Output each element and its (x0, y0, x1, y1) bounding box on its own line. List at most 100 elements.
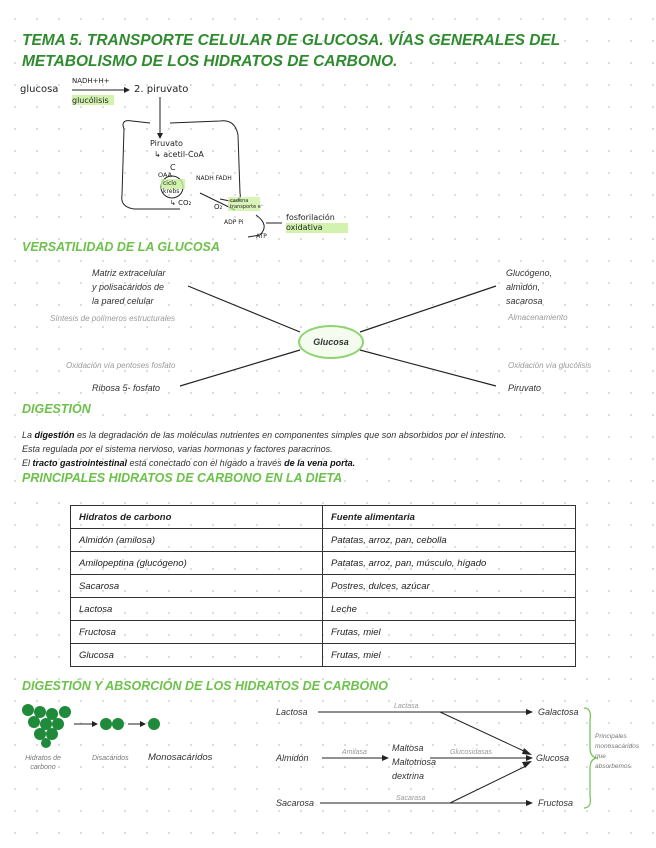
table-cell: Almidón (amilosa) (70, 528, 323, 552)
sketch-adp: ADP Pi (224, 219, 244, 226)
digestion-p3-pre: El (22, 458, 33, 468)
sub-glucolisis: Oxidación vía glucólisis (508, 361, 592, 370)
table-row: Amilopeptina (glucógeno)Patatas, arroz, … (70, 551, 576, 575)
sketch-atp: ATP (256, 233, 267, 240)
flow-galactosa: Galactosa (538, 707, 579, 717)
flow-almidon: Almidón (276, 753, 309, 763)
metabolism-sketch: glucosa NADH+H+ 2. piruvato glucólisis P… (20, 75, 350, 245)
versatilidad-lines (179, 285, 497, 387)
flow-fructosa: Fructosa (538, 798, 574, 808)
sketch-piruvato-inner: Piruvato (150, 139, 183, 148)
flow-sacarosa: Sacarosa (276, 798, 315, 808)
sketch-acetil: ↳ acetil-CoA (154, 150, 204, 159)
table-cell: Patatas, arroz, pan, músculo, hígado (322, 551, 576, 575)
dieta-table: Hidratos de carbono Fuente alimentaria A… (70, 505, 576, 667)
table-cell: Frutas, miel (322, 620, 576, 644)
target-matriz-line-1: Matriz extracelular (92, 268, 166, 278)
enzyme-lactasa: Lactasa (394, 703, 419, 710)
flow-maltotriosa: Maltotriosa (392, 757, 437, 767)
label-disacaridos: Disacáridos (92, 755, 129, 762)
page-title: TEMA 5. TRANSPORTE CELULAR DE GLUCOSA. V… (22, 32, 560, 70)
flow-maltosa-group: Maltosa Maltotriosa dextrina (392, 741, 436, 783)
sketch-lines (72, 87, 348, 238)
sketch-krebs: krebs (163, 188, 180, 195)
target-matriz-line-3: la pared celular (92, 296, 154, 306)
target-glucogeno-line-3: sacarosa (506, 296, 543, 306)
digestion-p3-mid: está conectado con el hígado a través (127, 458, 285, 468)
sketch-ciclo: ciclo (163, 180, 177, 187)
section-digestion-heading: DIGESTIÓN (22, 402, 91, 416)
sub-almacenamiento: Almacenamiento (508, 313, 568, 322)
flow-dextrina: dextrina (392, 771, 425, 781)
disaccharide-icon (100, 718, 124, 730)
target-piruvato: Piruvato (508, 383, 542, 393)
flow-lactosa: Lactosa (276, 707, 308, 717)
label-hidratos-line-2: carbono (30, 764, 56, 771)
table-cell: Patatas, arroz, pan, cebolla (322, 528, 576, 552)
brace-label-line-2: monosacáridos (595, 743, 640, 750)
sketch-glucolisis: glucólisis (72, 96, 109, 105)
section-absorcion-heading: DIGESTIÓN Y ABSORCIÓN DE LOS HIDRATOS DE… (22, 679, 389, 693)
table-cell: Postres, dulces, azúcar (322, 574, 576, 598)
sketch-c: C (170, 163, 176, 172)
digestion-line-3: El tracto gastrointestinal está conectad… (22, 456, 642, 470)
sketch-oaa: OAA (158, 171, 173, 179)
digestion-line-2: Esta regulada por el sistema nervioso, v… (22, 444, 333, 454)
sketch-o2: O₂ (214, 203, 223, 211)
digestion-p3-bold: tracto gastrointestinal (32, 458, 128, 468)
table-cell: Fructosa (70, 620, 323, 644)
flow-glucosa: Glucosa (536, 753, 570, 763)
digestion-paragraph: La digestión es la degradación de las mo… (22, 428, 642, 470)
sketch-fosforilacion: fosforilación oxidativa (286, 213, 335, 232)
label-hidratos: Hidratos de carbono (22, 754, 64, 772)
label-monosacaridos: Monosacáridos (148, 752, 213, 763)
digestion-p1-post: es la degradación de las moléculas nutri… (74, 430, 507, 440)
sketch-co2: ↳ CO₂ (170, 199, 192, 207)
molecule-illustration (22, 704, 160, 748)
grape-cluster-icon (22, 704, 71, 748)
brace-label: Principales monosacáridos que absorbemos (595, 732, 655, 772)
table-cell: Frutas, miel (322, 643, 576, 667)
digestion-line-1: La digestión es la degradación de las mo… (22, 428, 642, 442)
section-dieta-heading: PRINCIPALES HIDRATOS DE CARBONO EN LA DI… (22, 471, 343, 485)
sub-pentoses: Oxidación vía pentoses fosfato (66, 361, 176, 370)
enzyme-sacarasa: Sacarasa (396, 795, 426, 802)
table-cell: Glucosa (70, 643, 323, 667)
target-ribosa: Ribosa 5- fosfato (92, 383, 161, 393)
enzyme-glucosidasas: Glucosidasas (450, 749, 493, 756)
glucosa-center: Glucosa (298, 325, 364, 359)
digestion-p1-bold: digestión (34, 430, 75, 440)
sub-sintesis: Síntesis de polímeros estructurales (50, 314, 175, 323)
label-hidratos-line-1: Hidratos de (25, 755, 61, 762)
sketch-glucosa: glucosa (20, 84, 59, 95)
table-cell: Lactosa (70, 597, 323, 621)
table-cell: Leche (322, 597, 576, 621)
brace-label-line-3: que (595, 753, 606, 760)
target-matriz-line-2: y polisacáridos de (92, 282, 165, 292)
digestion-p3-bold2: de la vena porta. (284, 458, 356, 468)
section-versatilidad-heading: VERSATILIDAD DE LA GLUCOSA (22, 240, 220, 254)
target-glucogeno-line-1: Glucógeno, (506, 268, 553, 278)
table-row: Almidón (amilosa)Patatas, arroz, pan, ce… (70, 528, 576, 552)
sketch-nadh: NADH FADH (196, 175, 232, 182)
flow-maltosa: Maltosa (392, 743, 424, 753)
target-matriz: Matriz extracelular y polisacáridos de l… (92, 266, 166, 308)
brace-label-line-1: Principales (595, 733, 627, 740)
target-glucogeno-line-2: almidón, (506, 282, 541, 292)
sketch-cadena: cadena transporte e⁻ (230, 198, 264, 210)
table-header-row: Hidratos de carbono Fuente alimentaria (70, 505, 576, 529)
sketch-piruvato-top: 2. piruvato (134, 84, 189, 95)
table-header-fuente: Fuente alimentaria (322, 505, 576, 529)
table-cell: Sacarosa (70, 574, 323, 598)
monosaccharide-icon (148, 718, 160, 730)
brace-label-line-4: absorbemos (595, 763, 631, 770)
table-cell: Amilopeptina (glucógeno) (70, 551, 323, 575)
target-glucogeno: Glucógeno, almidón, sacarosa (506, 266, 552, 308)
enzyme-amilasa: Amilasa (342, 749, 367, 756)
table-header-hidratos: Hidratos de carbono (70, 505, 323, 529)
sketch-nadh-top: NADH+H+ (72, 77, 110, 85)
